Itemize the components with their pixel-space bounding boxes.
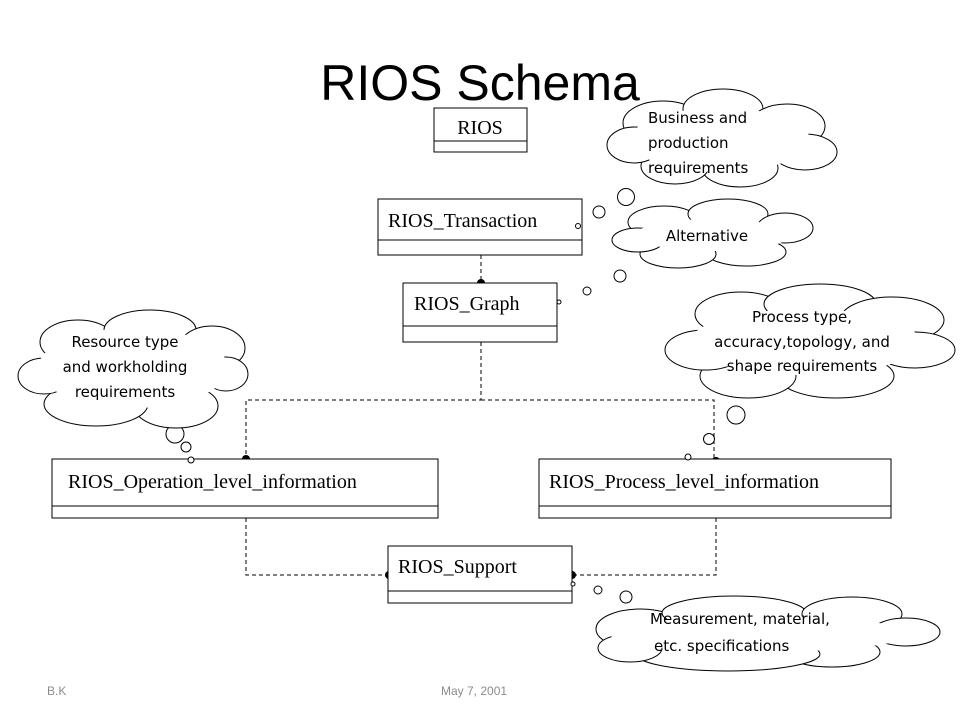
note-process-line2: accuracy,topology, and: [714, 333, 890, 351]
class-rios-operation: [51, 458, 439, 519]
note-business-line3: requirements: [648, 159, 749, 177]
link-operation-support: [245, 518, 388, 576]
cloud-resource: [17, 309, 249, 429]
class-name-graph: RIOS_Graph: [414, 293, 520, 315]
footer-author: B.K: [47, 684, 67, 698]
cloud-process: [664, 283, 956, 399]
class-name-process: RIOS_Process_level_information: [549, 471, 819, 493]
cloud-business: [606, 88, 838, 188]
link-graph-process: [481, 399, 715, 459]
relationship-lines: [245, 255, 717, 576]
note-resource-line3: requirements: [75, 383, 176, 401]
cloud-alternative: [611, 198, 814, 269]
note-measurement-line1: Measurement, material,: [650, 610, 830, 628]
class-rios-support: [387, 545, 573, 604]
note-measurement-line2: etc. specifications: [654, 637, 789, 655]
class-name-transaction: RIOS_Transaction: [388, 210, 537, 232]
note-resource-line1: Resource type: [71, 333, 178, 351]
class-rios: [433, 107, 528, 153]
cloud-shapes: [17, 88, 956, 672]
note-alternative: Alternative: [666, 227, 748, 245]
slide-title: RIOS Schema: [320, 55, 640, 111]
thought-bubble-trails: [165, 188, 746, 604]
class-name-support: RIOS_Support: [398, 556, 517, 578]
link-process-support: [572, 518, 717, 576]
note-process-line3: shape requirements: [727, 357, 878, 375]
class-rios-transaction: [377, 198, 583, 256]
note-resource-line2: and workholding: [63, 358, 188, 376]
class-rios-graph: [402, 282, 558, 343]
class-name-rios: RIOS: [457, 117, 503, 139]
link-graph-operation: [245, 342, 482, 459]
note-business-line2: production: [648, 134, 729, 152]
cloud-measurement: [595, 595, 941, 672]
note-process-line1: Process type,: [752, 308, 852, 326]
note-business-line1: Business and: [648, 109, 747, 127]
class-rios-process: [538, 458, 892, 519]
class-name-operation: RIOS_Operation_level_information: [68, 471, 357, 493]
class-boxes: [51, 107, 892, 604]
footer-date: May 7, 2001: [441, 684, 508, 698]
